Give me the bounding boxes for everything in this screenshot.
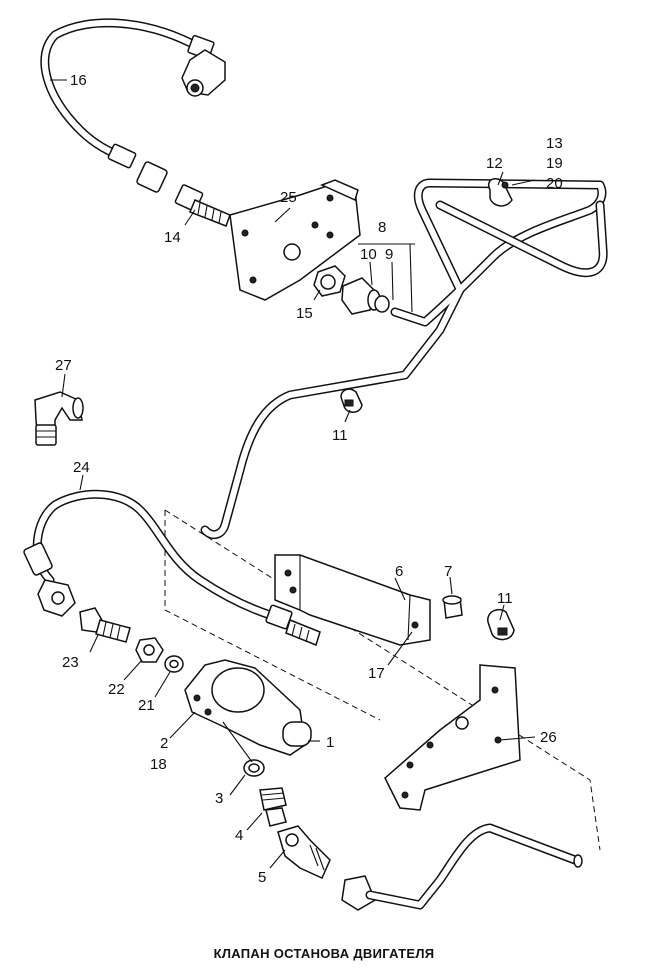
nut-22 (135, 637, 164, 663)
elbow-27 (34, 391, 84, 446)
stop-valve-1 (184, 659, 312, 756)
washer-3 (243, 759, 265, 777)
clip-12 (488, 178, 513, 207)
fitting-10 (341, 277, 381, 315)
elbow-5 (277, 825, 331, 879)
diagram-caption: КЛАПАН ОСТАНОВА ДВИГАТЕЛЯ (214, 946, 435, 961)
callout-19: 19 (546, 155, 563, 172)
callout-11-lower: 11 (497, 590, 513, 607)
bracket-26 (384, 664, 521, 811)
callout-4: 4 (235, 827, 243, 844)
callout-3: 3 (215, 790, 223, 807)
washer-21 (164, 655, 184, 673)
fitting-23 (79, 607, 131, 643)
ferrule-9 (374, 295, 390, 313)
callout-labels: 1 2 18 3 4 5 6 7 8 9 10 11 11 12 13 19 2… (55, 72, 563, 886)
clip-11-upper (340, 388, 363, 413)
callout-23: 23 (62, 654, 79, 671)
spacer-7 (442, 595, 463, 619)
callout-14: 14 (164, 229, 181, 246)
callout-22: 22 (108, 681, 125, 698)
callout-12: 12 (486, 155, 503, 172)
pipe-bottom (341, 823, 583, 911)
hose-24 (23, 489, 321, 646)
hose-16 (40, 18, 226, 193)
callout-25: 25 (280, 189, 297, 206)
callout-1: 1 (326, 734, 334, 751)
callout-26: 26 (540, 729, 557, 746)
fitting-4 (259, 787, 287, 827)
leader-lines (50, 79, 536, 869)
callout-9: 9 (385, 246, 393, 263)
callout-2: 2 (160, 735, 168, 752)
clip-11-lower (487, 608, 515, 641)
callout-16: 16 (70, 72, 87, 89)
callout-20: 20 (546, 175, 563, 192)
callout-27: 27 (55, 357, 72, 374)
callout-6: 6 (395, 563, 403, 580)
callout-10: 10 (360, 246, 377, 263)
callout-18: 18 (150, 756, 167, 773)
callout-15: 15 (296, 305, 313, 322)
bracket-25 (229, 179, 361, 301)
callout-8: 8 (378, 219, 386, 236)
fitting-14 (174, 184, 231, 227)
callout-5: 5 (258, 869, 266, 886)
fuel-pipe-main (200, 178, 608, 540)
callout-11-upper: 11 (332, 427, 348, 444)
bracket-6 (274, 554, 431, 646)
callout-21: 21 (138, 697, 155, 714)
callout-13: 13 (546, 135, 563, 152)
callout-17: 17 (368, 665, 385, 682)
callout-24: 24 (73, 459, 90, 476)
nut-15 (313, 265, 346, 297)
callout-7: 7 (444, 563, 452, 580)
